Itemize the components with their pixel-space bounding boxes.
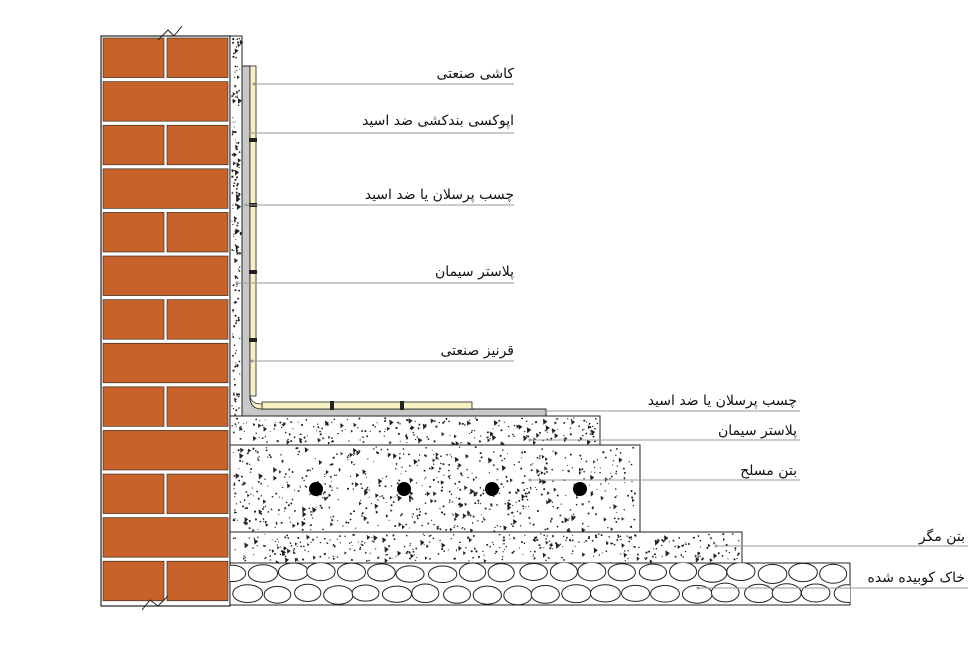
floor-label-tile-adhesive: چسب پرسلان یا ضد اسید [648,393,797,409]
lean-concrete-texture [232,533,740,567]
wall-industrial-tiles [249,65,269,410]
rebar-1 [309,482,323,496]
wall-label-tile-adhesive: چسب پرسلان یا ضد اسید [365,187,514,203]
wall-label-cement-plaster: پلاستر سیمان [435,264,514,280]
wall-plaster-texture [231,38,244,417]
floor-label-cement-plaster: پلاستر سیمان [718,423,797,439]
floor-label-reinforced-concrete: بتن مسلح [740,463,797,479]
floor-label-lean-concrete: بتن مگر [918,528,965,545]
rebar-4 [573,482,587,496]
wall-cement-plaster [229,35,243,417]
floor-industrial-tiles [261,401,473,410]
wall-label-epoxy-grout: اپوکسی بندکشی ضد اسید [362,113,514,129]
wall-label-industrial-cornice: قرنیز صنعتی [441,343,514,359]
brick-wall [100,25,231,611]
floor-label-compacted-soil: خاک کوبیده شده [868,570,965,586]
wall-label-industrial-tile: کاشی صنعتی [436,66,514,82]
leader-dots [235,82,718,590]
rebar-3 [485,482,499,496]
rebar-2 [397,482,411,496]
leader-lines [237,83,968,589]
